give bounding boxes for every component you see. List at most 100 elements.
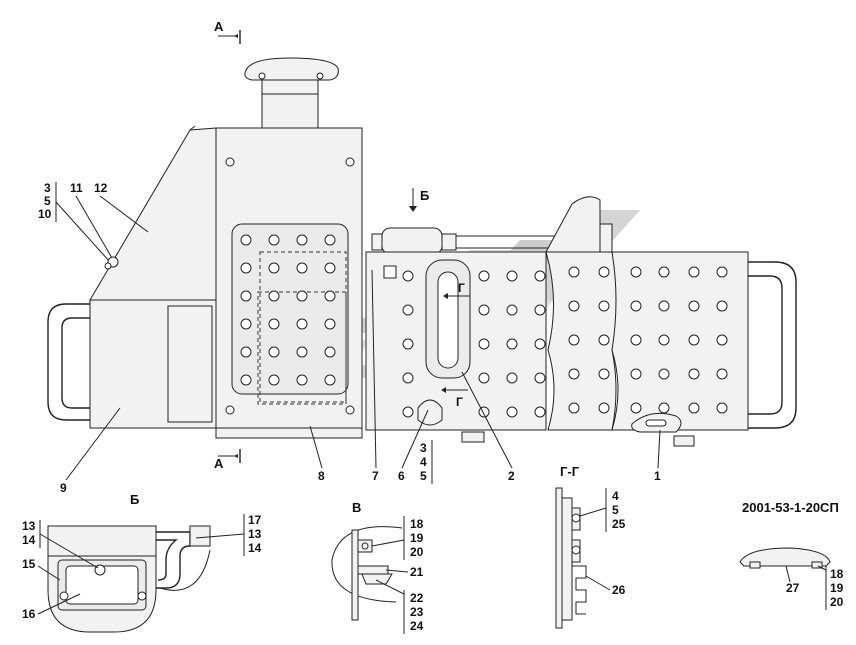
perforation-hole [268,262,280,274]
perforation-hole [688,300,700,312]
section-b-arrow: Б [409,188,429,212]
perforation-hole [598,300,610,312]
perforation-hole [296,262,308,274]
perforation-hole [268,346,280,358]
perforation-hole [568,402,580,414]
stack-left-2: 5 [44,194,51,208]
stack-v-top-2: 19 [410,531,424,545]
perforation-hole [296,234,308,246]
perforation-hole [506,372,518,384]
perforation-hole [506,406,518,418]
stack-gg-1: 4 [612,489,619,503]
stack-left-3: 10 [38,207,52,221]
callout-9: 9 [60,481,67,495]
callout-6: 6 [398,469,405,483]
perforation-hole [324,346,336,358]
middle-panel: Г Г [365,251,547,443]
perforation-hole [630,368,642,380]
perforation-hole [716,266,728,278]
perforation-hole [324,262,336,274]
stack-b-left-1: 13 [22,519,36,533]
stack-center-2: 4 [420,455,427,469]
perforation-hole [534,270,546,282]
perforation-hole [688,402,700,414]
perforation-hole [506,304,518,316]
perforation-hole [240,290,252,302]
callout-21: 21 [410,565,424,579]
perforation-hole [506,270,518,282]
perforation-hole [240,318,252,330]
perforation-hole [568,334,580,346]
detail-gg: Г-Г 4 5 25 26 [555,464,626,629]
drawing-code: 2001-53-1-20СП [742,500,839,515]
perforation-hole [688,266,700,278]
stack-v-bottom-1: 22 [410,591,424,605]
perforation-hole [268,318,280,330]
section-a-top-mark: А [214,19,241,44]
section-g-upper-label: Г [458,281,465,295]
detail-gg-title: Г-Г [560,464,580,479]
perforation-hole [240,262,252,274]
perforation-hole [688,368,700,380]
perforation-hole [658,300,670,312]
perforation-hole [296,346,308,358]
detail-v-title: В [352,500,361,515]
perforation-hole [598,334,610,346]
perforation-hole [658,334,670,346]
perforated-panel-left [231,223,349,405]
perforation-hole [688,334,700,346]
perforation-hole [630,300,642,312]
perforation-hole [240,234,252,246]
stack-b-right-3: 14 [248,541,262,555]
stack-left-1: 3 [44,181,51,195]
perforation-hole [534,372,546,384]
callout-group-left: 3 5 10 11 12 [38,181,149,270]
perforation-hole [478,338,490,350]
perforation-hole [568,266,580,278]
perforation-hole [240,346,252,358]
stack-center-3: 5 [420,469,427,483]
perforation-hole [324,318,336,330]
perforation-hole [568,300,580,312]
right-panel [545,196,797,447]
stack-v-top-1: 18 [410,517,424,531]
stack-gg-3: 25 [612,517,626,531]
perforation-hole [658,266,670,278]
perforation-hole [534,406,546,418]
section-g-lower-label: Г [456,395,463,409]
perforation-hole [324,374,336,386]
callout-2: 2 [508,469,515,483]
callout-11: 11 [70,181,83,195]
section-a-bottom-label: А [214,456,224,471]
perforation-hole [716,402,728,414]
callout-1: 1 [654,469,661,483]
perforation-hole [240,374,252,386]
callout-7: 7 [372,469,379,483]
stack-v-bottom-3: 24 [410,619,424,633]
perforation-hole [568,368,580,380]
callout-27: 27 [786,581,800,595]
callout-12: 12 [94,181,108,195]
stack-right-3: 20 [830,595,844,609]
perforation-hole [268,374,280,386]
perforation-hole [630,266,642,278]
perforation-hole [402,372,414,384]
stack-gg-2: 5 [612,503,619,517]
perforation-hole [478,372,490,384]
perforation-hole [402,270,414,282]
stack-b-right-1: 17 [248,513,262,527]
callout-8: 8 [318,469,325,483]
perforation-hole [534,338,546,350]
perforation-hole [296,374,308,386]
perforation-hole [506,338,518,350]
perforation-hole [402,406,414,418]
detail-b: Б 13 14 15 16 17 13 14 [22,492,262,633]
perforation-hole [296,290,308,302]
perforation-hole [716,334,728,346]
perforation-hole [268,234,280,246]
perforation-hole [324,290,336,302]
perforation-hole [630,334,642,346]
perforation-hole [402,338,414,350]
perforation-hole [478,304,490,316]
